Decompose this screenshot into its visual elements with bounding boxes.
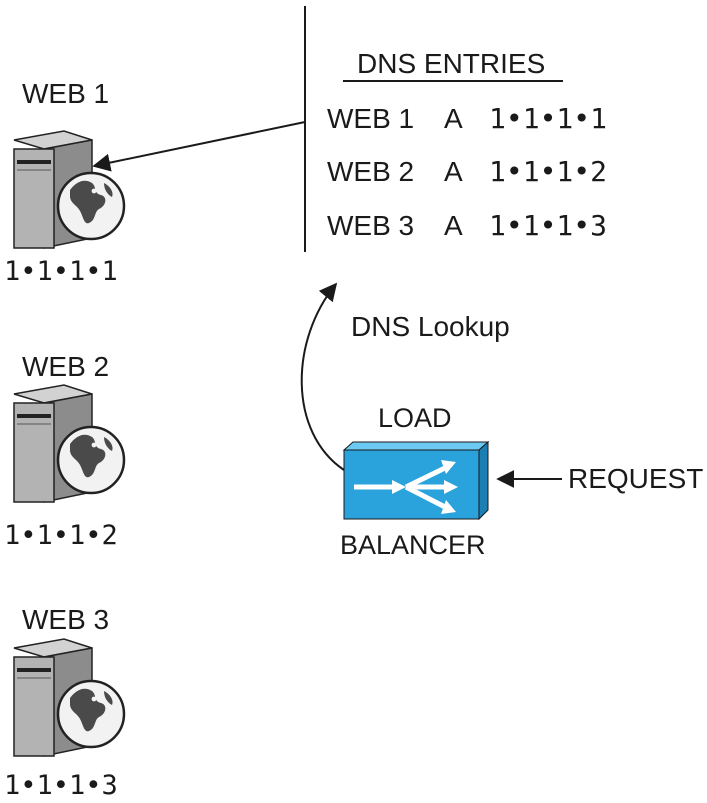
server-name-web-2: WEB 2 <box>22 351 110 382</box>
dns-lookup-arrow <box>300 282 345 471</box>
dns-entry-ip: 1•1•1•1 <box>489 102 608 135</box>
dns-entry-host: WEB 2 <box>327 156 415 187</box>
load-balancer-top-label: LOAD <box>378 403 452 433</box>
dns-entry-ip: 1•1•1•3 <box>489 209 608 242</box>
request-label: REQUEST <box>568 463 704 494</box>
server-ip-web-1: 1•1•1•1 <box>4 256 118 287</box>
dns-entry-ip: 1•1•1•2 <box>489 155 608 188</box>
server-ip-web-3: 1•1•1•3 <box>4 770 118 801</box>
server-ip-web-2: 1•1•1•2 <box>4 520 118 551</box>
server-name-web-3: WEB 3 <box>22 604 110 635</box>
dns-entry-type: A <box>444 103 463 134</box>
dns-to-web1-arrow <box>92 121 306 172</box>
server-web-1-icon <box>12 129 126 250</box>
dns-entry-host: WEB 3 <box>327 210 415 241</box>
dns-table-title: DNS ENTRIES <box>357 48 546 79</box>
server-web-2-icon <box>12 383 126 504</box>
dns-entry-host: WEB 1 <box>327 103 415 134</box>
dns-entry-type: A <box>444 156 463 187</box>
dns-entry-type: A <box>444 210 463 241</box>
server-name-web-1: WEB 1 <box>22 78 110 109</box>
server-web-3-icon <box>12 637 126 758</box>
dns-lookup-label: DNS Lookup <box>351 311 510 342</box>
load-balancer-bottom-label: BALANCER <box>340 530 486 560</box>
load-balancer-icon <box>342 440 490 521</box>
